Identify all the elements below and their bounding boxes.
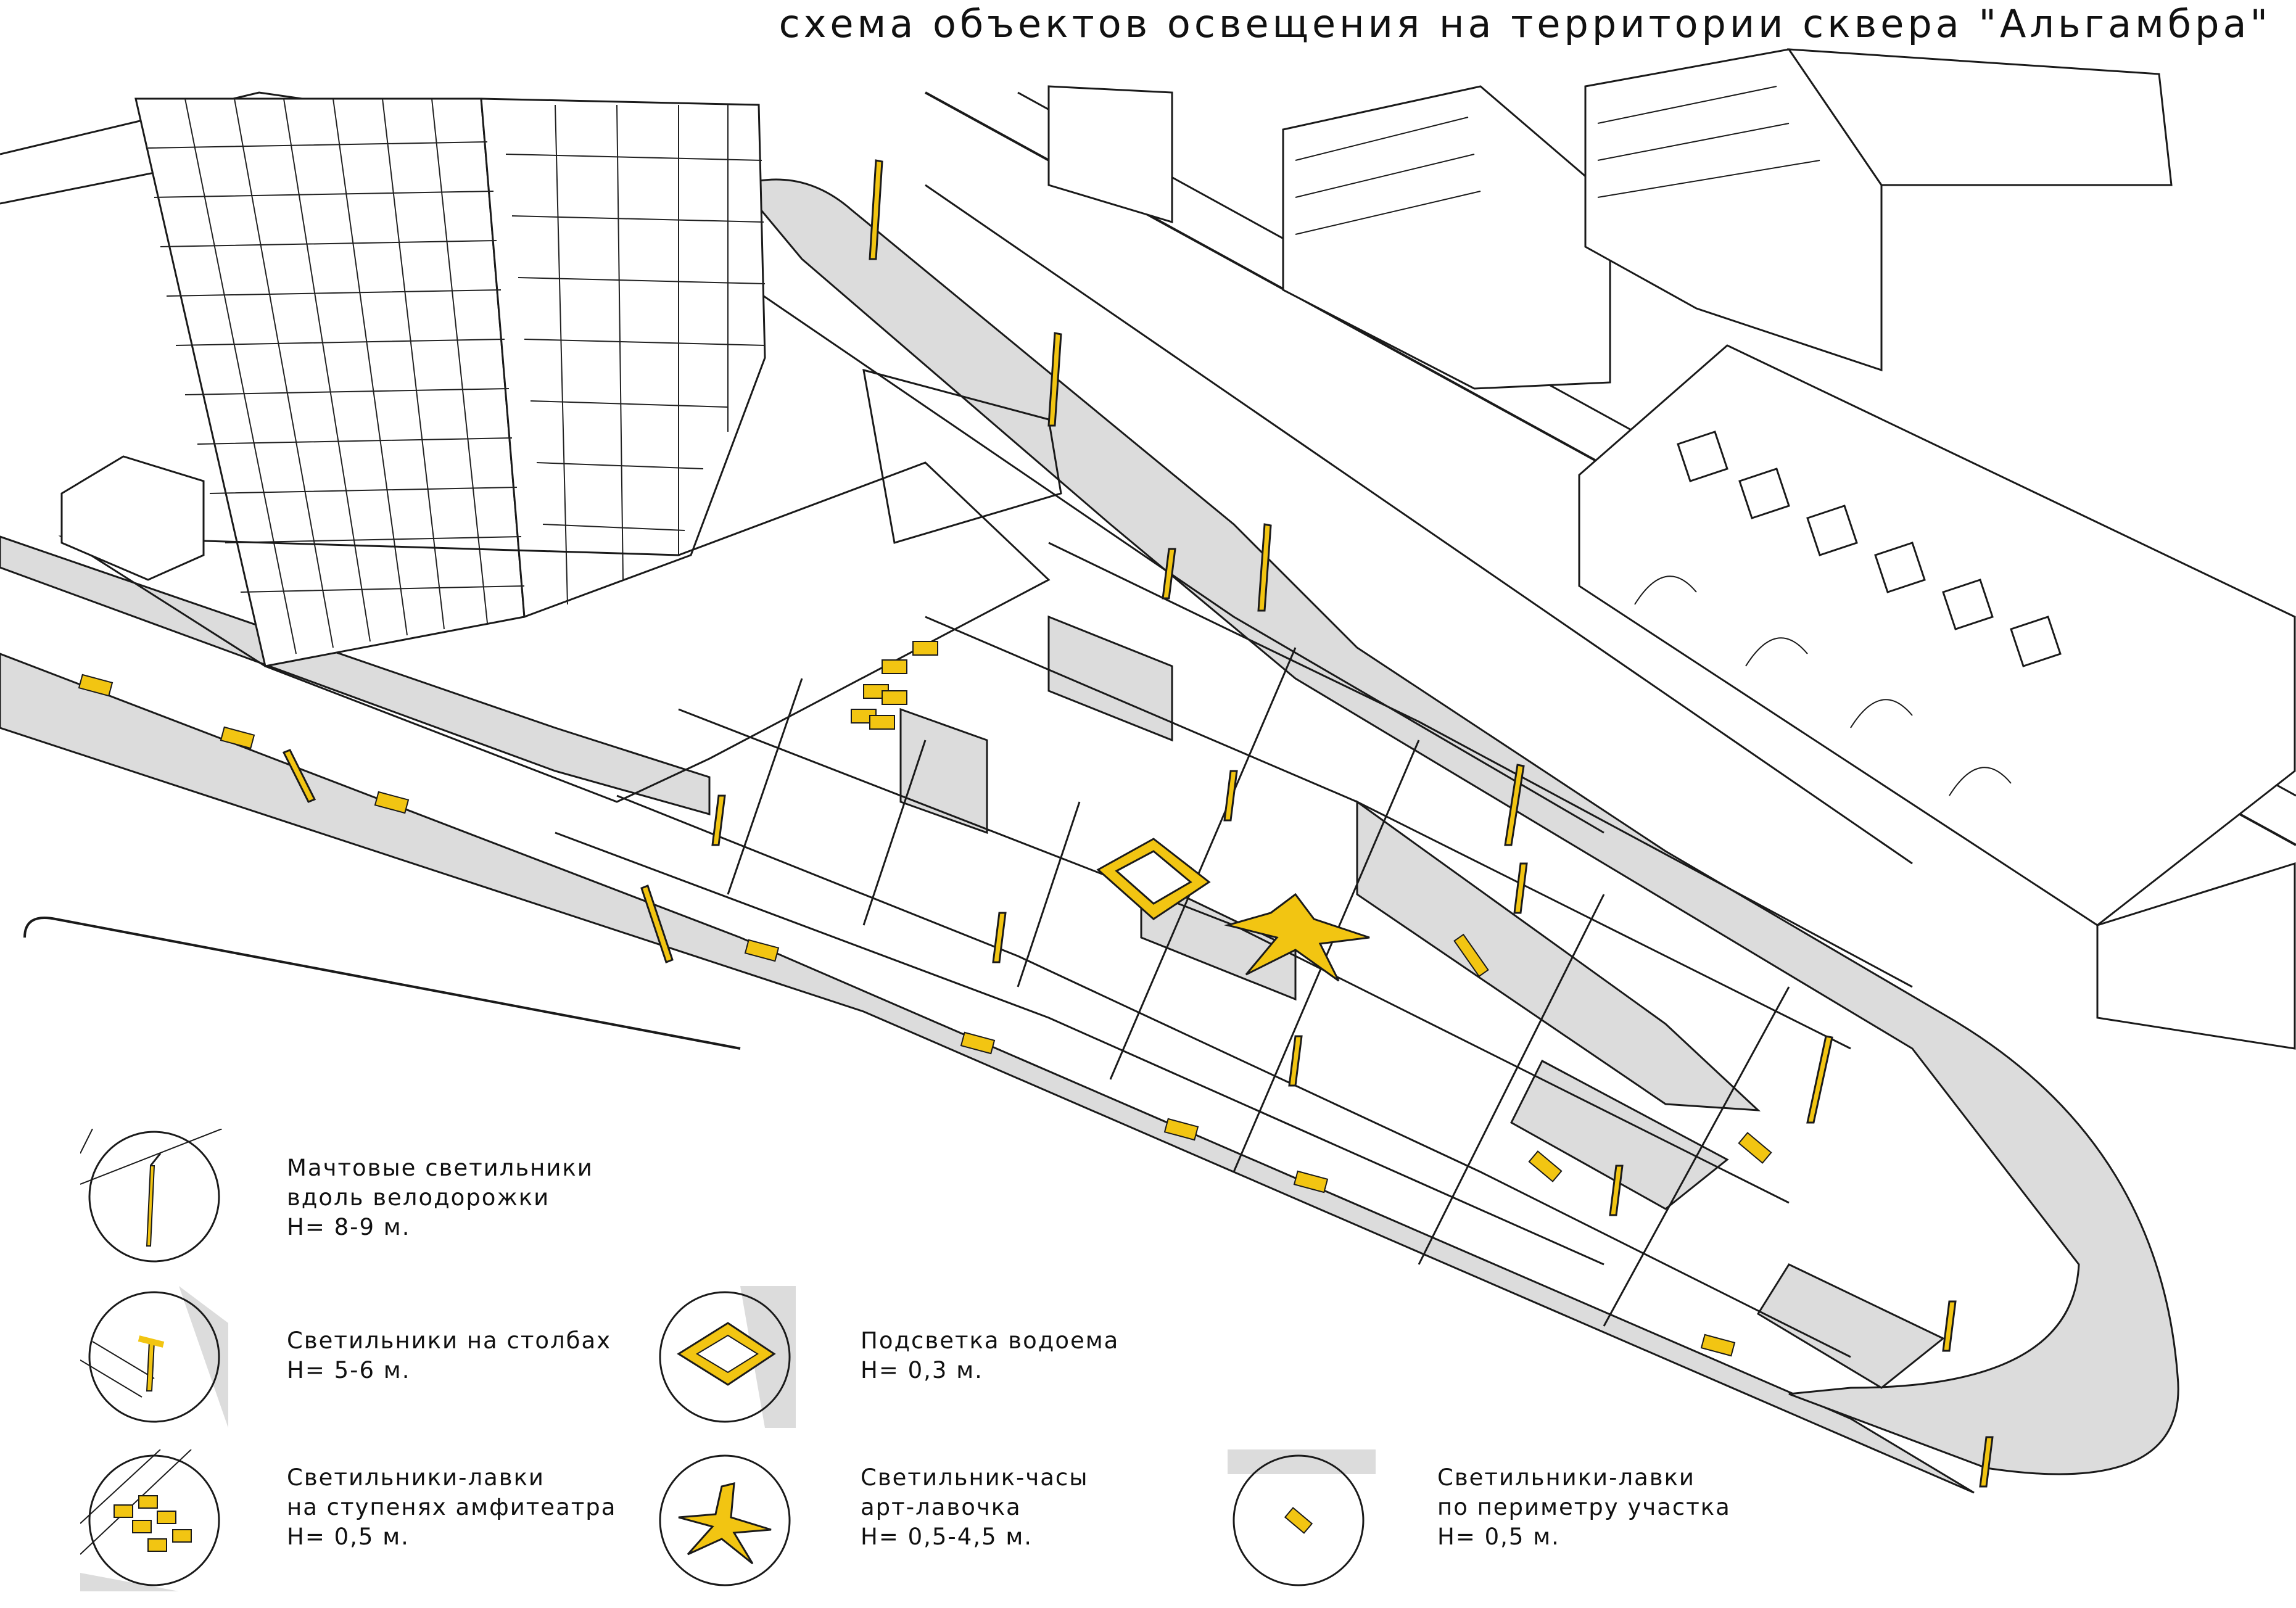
legend-line: Светильник-часы: [861, 1464, 1089, 1491]
legend-line: Н= 5-6 м.: [287, 1357, 411, 1383]
legend-line: вдоль велодорожки: [287, 1184, 550, 1211]
page-title: схема объектов освещения на территории с…: [778, 1, 2271, 46]
legend-line: по периметру участка: [1437, 1494, 1731, 1520]
clock-light: [1224, 893, 1370, 982]
amphitheater-bench-light-icon: [80, 1449, 228, 1591]
perimeter-bench-lights: [78, 674, 1772, 1357]
legend-line: Светильники-лавки: [287, 1464, 545, 1491]
pond-light-icon: [654, 1286, 796, 1428]
legend-line: арт-лавочка: [861, 1494, 1022, 1520]
amphitheater-bench-lights: [851, 641, 938, 730]
pond-light: [1096, 838, 1211, 920]
pole-light-icon: [80, 1286, 228, 1428]
legend-line: Н= 0,5 м.: [287, 1523, 410, 1550]
mast-light-icon: [80, 1129, 222, 1264]
legend-line: Мачтовые светильники: [287, 1155, 593, 1181]
clock-light-icon: [654, 1449, 796, 1591]
tower-building: [134, 97, 766, 667]
mast-lights: [282, 159, 1833, 1124]
legend-line: Светильники-лавки: [1437, 1464, 1695, 1491]
pavement: [0, 178, 2179, 1494]
legend-line: на ступенях амфитеатра: [287, 1494, 617, 1520]
legend-line: Н= 8-9 м.: [287, 1214, 411, 1240]
legend-line: Светильники на столбах: [287, 1327, 612, 1354]
legend-line: Н= 0,5-4,5 м.: [861, 1523, 1033, 1550]
legend-line: Н= 0,5 м.: [1437, 1523, 1560, 1550]
legend-line: Подсветка водоема: [861, 1327, 1120, 1354]
pole-lights: [711, 548, 1994, 1488]
right-buildings: [1047, 48, 2296, 1050]
legend-line: Н= 0,3 м.: [861, 1357, 983, 1383]
perimeter-bench-light-icon: [1228, 1449, 1376, 1591]
